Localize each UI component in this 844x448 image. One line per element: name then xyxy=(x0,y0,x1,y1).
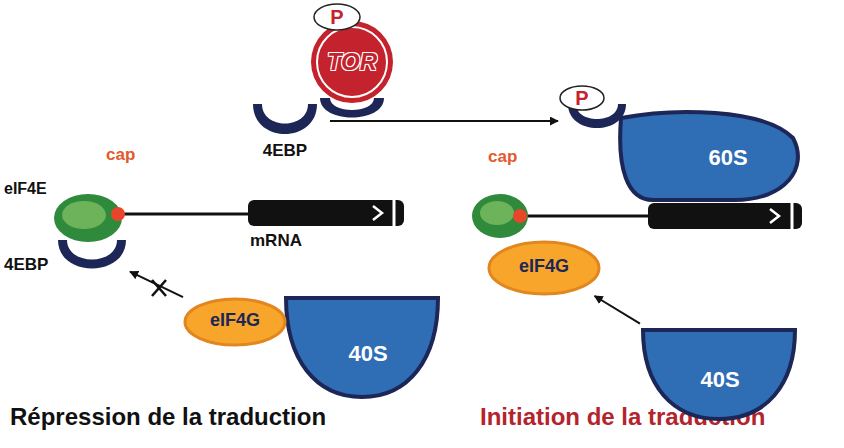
node-text: 40S xyxy=(700,368,739,392)
coding-region xyxy=(248,200,404,226)
phosphate-oval: P xyxy=(558,84,630,132)
eif4e-shape xyxy=(472,194,528,238)
eif4g-protein: eIF4G xyxy=(183,297,287,347)
ribosome-40s: 40S xyxy=(640,322,798,422)
node-text: P xyxy=(330,6,343,28)
node-text: 60S xyxy=(708,146,747,170)
phosphate-oval: P xyxy=(312,2,362,32)
node-text: 4EBP xyxy=(4,256,48,275)
tor-kinase: TOR xyxy=(310,20,394,120)
ribosome-60s: 60S xyxy=(613,108,803,203)
mrna-label: mRNA xyxy=(250,232,302,251)
direction-chevron xyxy=(770,209,779,223)
node-text: P xyxy=(575,87,588,109)
arrow-connector xyxy=(595,296,640,324)
phosphate-oval-shape xyxy=(558,84,630,132)
mrna-strand xyxy=(118,213,252,216)
4ebp-protein: 4EBP xyxy=(4,234,130,282)
ribosome-60s-shape xyxy=(613,108,803,203)
ribosome-40s: 40S xyxy=(283,290,441,400)
cap-dot xyxy=(513,209,527,223)
node-text: eIF4G xyxy=(210,311,260,331)
arrow-connector xyxy=(130,272,183,297)
node-text: TOR xyxy=(327,49,377,75)
cap-label: cap xyxy=(488,148,517,167)
eif4e-highlight xyxy=(480,201,514,225)
stop-gap xyxy=(791,202,794,230)
eif4g-protein: eIF4G xyxy=(487,240,601,296)
eif4e-protein: eIF4E xyxy=(4,180,130,244)
node-text: eIF4E xyxy=(4,180,47,198)
direction-chevron xyxy=(373,206,382,220)
node-text: eIF4G xyxy=(519,257,569,277)
arrow-connector xyxy=(330,120,558,122)
stop-gap xyxy=(393,199,396,227)
node-text: 4EBP xyxy=(263,142,307,161)
coding-region xyxy=(648,203,802,229)
mrna-strand xyxy=(520,215,652,218)
panel-title: Répression de la traduction xyxy=(10,404,326,430)
cap-label: cap xyxy=(106,146,135,165)
node-text: 40S xyxy=(348,342,387,366)
4ebp-protein: 4EBP xyxy=(240,100,330,168)
